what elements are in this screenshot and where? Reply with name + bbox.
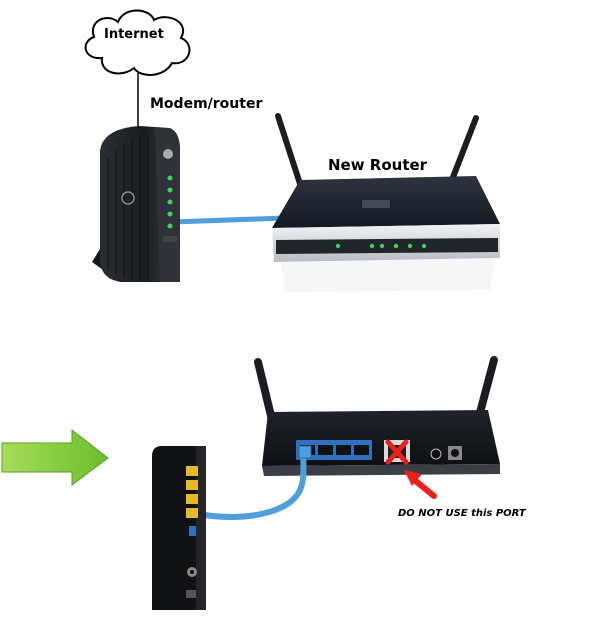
motorola-logo-icon [163,149,173,159]
modem-yellow-ports [186,466,198,518]
reset-button [430,448,442,460]
ethernet-cable-bottom [197,449,307,520]
internet-label: Internet [104,27,164,42]
do-not-use-x-icon [385,439,409,465]
next-step-arrow-icon [1,428,109,486]
modem-device [92,126,180,282]
router-back-device [254,356,500,476]
usb-port [189,526,196,536]
motorola-side-logo-icon [121,191,135,205]
modem-leds [167,175,173,229]
ethernet-cable-top [169,215,288,225]
modem-router-label: Modem/router [150,96,263,112]
new-router-device [272,113,500,292]
modem-stripes [107,134,149,280]
warning-arrow-icon [404,470,437,499]
lan-plug [298,445,312,459]
new-router-label: New Router [328,156,428,174]
internet-cloud [84,9,191,76]
do-not-use-port-label: DO NOT USE this PORT [398,508,526,519]
router-front-leds [335,243,427,249]
modem-vertical-device [152,446,206,610]
